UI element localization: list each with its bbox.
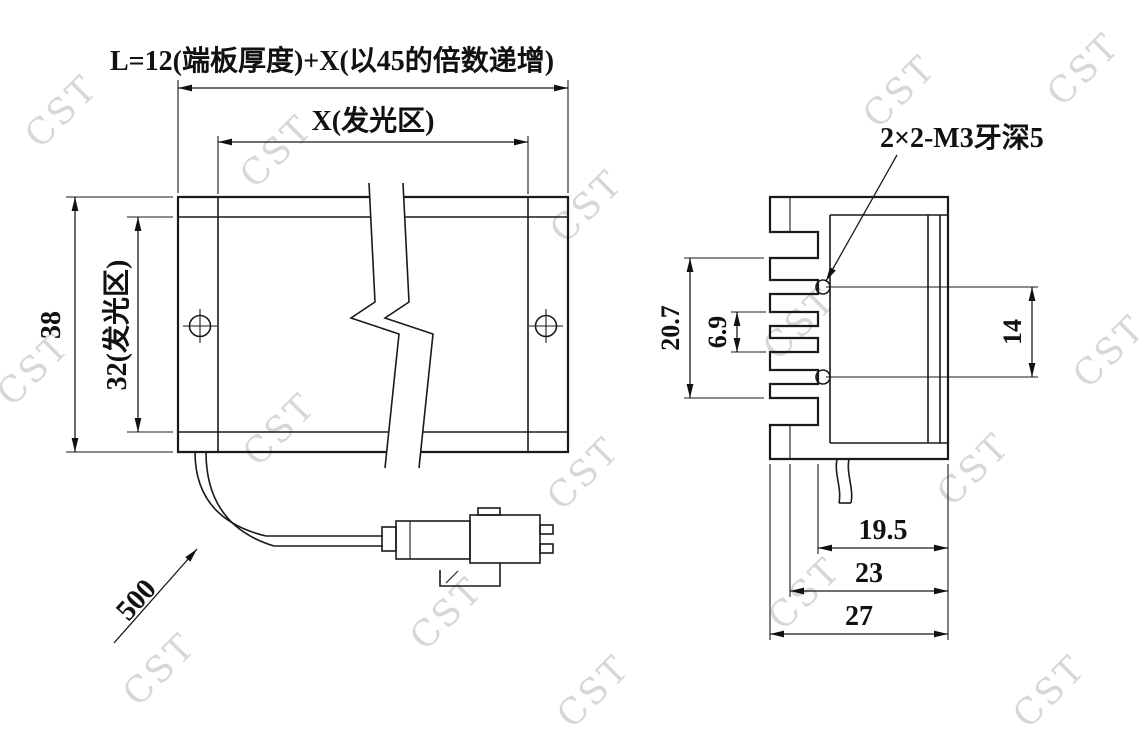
dim-luminous-height: 32(发光区) [100, 216, 173, 433]
cable-edge-bottom [205, 451, 383, 547]
wire-edge-right [847, 458, 853, 504]
power-cable [194, 451, 383, 547]
dim-luminous-width: X(发光区) [217, 104, 529, 194]
watermark-text: CST [929, 425, 1018, 514]
watermark-text: CST [17, 67, 106, 156]
thread-callout: 2×2-M3牙深5 [825, 122, 1044, 282]
dim-step-width: 23 [789, 464, 948, 597]
watermark-text: CST [760, 549, 849, 638]
section-view: 2×2-M3牙深5 20.7 6.9 14 19.5 [656, 122, 1044, 640]
dim-window-width-label: 19.5 [859, 515, 908, 546]
connector-latch [477, 507, 501, 516]
wire-edge-left [835, 458, 841, 504]
dim-hole-spacing: 14 [826, 286, 1038, 378]
break-line-left [349, 182, 400, 469]
connector-pin-top [539, 524, 554, 535]
watermark-text: CST [542, 162, 631, 251]
break-line-right [383, 182, 434, 469]
dim-overall-width: 27 [769, 464, 948, 640]
cable-length-label: 500 [110, 573, 163, 627]
break-gap [351, 183, 433, 468]
dim-overall-width-label: 27 [845, 601, 873, 632]
dim-luminous-height-label: 32(发光区) [100, 260, 133, 391]
watermark-text: CST [549, 647, 638, 736]
profile-interior [789, 197, 948, 459]
watermark-text: CST [232, 107, 321, 196]
watermark-text: CST [235, 385, 324, 474]
cable-edge-top [194, 451, 383, 537]
break-lines [349, 182, 434, 469]
dim-hole-spacing-label: 14 [998, 319, 1027, 345]
dim-step-width-label: 23 [855, 558, 883, 589]
connector-clip [439, 563, 501, 587]
cable-connector [381, 507, 554, 587]
dim-height-label: 38 [36, 311, 67, 339]
fixture-body-outline [176, 195, 570, 454]
mounting-hole-right [529, 309, 563, 343]
watermark-text: CST [1065, 307, 1138, 396]
watermark-text: CST [1039, 25, 1128, 114]
mounting-hole-left [183, 309, 217, 343]
connector-housing [469, 514, 541, 564]
dim-luminous-width-label: X(发光区) [312, 104, 435, 137]
watermark-text: CST [115, 625, 204, 714]
leader-line [113, 548, 198, 644]
connector-ferrule [381, 526, 397, 552]
dim-groove-span-label: 20.7 [656, 305, 685, 351]
watermark-text: CST [755, 279, 844, 368]
leader-line [825, 154, 898, 282]
dim-groove-gap-label: 6.9 [703, 316, 732, 349]
dim-height: 38 [36, 196, 173, 453]
dim-groove-gap: 6.9 [703, 311, 766, 353]
dim-total-length: L=12(端板厚度)+X(以45的倍数递增) [110, 44, 569, 193]
thread-callout-label: 2×2-M3牙深5 [880, 122, 1044, 154]
dim-groove-span: 20.7 [656, 257, 764, 399]
profile-outline [768, 195, 950, 461]
dim-cable-length: 500 [110, 548, 198, 644]
section-wire [835, 458, 853, 504]
dim-total-length-label: L=12(端板厚度)+X(以45的倍数递增) [110, 44, 554, 77]
connector-clip-detail [445, 570, 459, 584]
dim-window-width: 19.5 [817, 464, 948, 554]
connector-plug-body [395, 520, 471, 560]
watermark-text: CST [1005, 647, 1094, 736]
front-view: L=12(端板厚度)+X(以45的倍数递增) X(发光区) 38 32(发光区) [36, 44, 570, 644]
watermark-text: CST [539, 429, 628, 518]
connector-pin-bottom [539, 543, 554, 554]
